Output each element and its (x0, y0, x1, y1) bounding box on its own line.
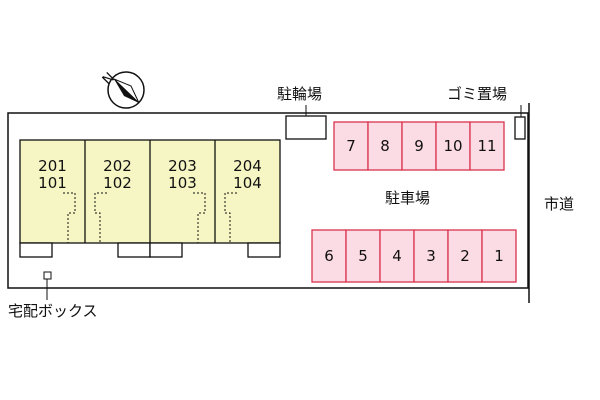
parking-top-row (333, 121, 505, 171)
parking-slot-number: 9 (414, 137, 424, 155)
garbage-area-label: ゴミ置場 (447, 85, 508, 103)
parking-slot-number: 8 (380, 137, 390, 155)
unit-lower-number: 103 (168, 174, 197, 192)
parking-slot-number: 1 (494, 247, 504, 265)
parking-bottom-row (311, 229, 517, 283)
unit-lower-number: 102 (103, 174, 132, 192)
city-road-label: 市道 (544, 195, 575, 213)
delivery-box (43, 271, 52, 280)
unit-block: 204 104 (215, 140, 280, 243)
unit-upper-number: 204 (233, 157, 262, 175)
unit-lower-number: 101 (38, 174, 67, 192)
unit-block: 203 103 (150, 140, 215, 243)
parking-slot-number: 11 (477, 137, 497, 155)
garbage-area (514, 116, 526, 140)
building (19, 139, 281, 244)
unit-block: 201 101 (20, 140, 85, 243)
delivery-box-label: 宅配ボックス (8, 302, 98, 320)
unit-upper-number: 203 (168, 157, 197, 175)
parking-slot-number: 3 (426, 247, 436, 265)
parking-slot-number: 2 (460, 247, 470, 265)
parking-slot-number: 4 (392, 247, 402, 265)
balconies (19, 242, 281, 258)
unit-upper-number: 201 (38, 157, 67, 175)
car-parking-label: 駐車場 (385, 189, 431, 207)
bicycle-parking-area (285, 115, 327, 140)
unit-block: 202 102 (85, 140, 150, 243)
parking-slot-number: 5 (358, 247, 368, 265)
unit-upper-number: 202 (103, 157, 132, 175)
north-compass-icon: N (100, 70, 145, 109)
bicycle-parking-label: 駐輪場 (277, 85, 323, 103)
parking-slot-number: 7 (346, 137, 356, 155)
unit-lower-number: 104 (233, 174, 262, 192)
parking-slot-number: 6 (324, 247, 334, 265)
parking-slot-number: 10 (443, 137, 463, 155)
